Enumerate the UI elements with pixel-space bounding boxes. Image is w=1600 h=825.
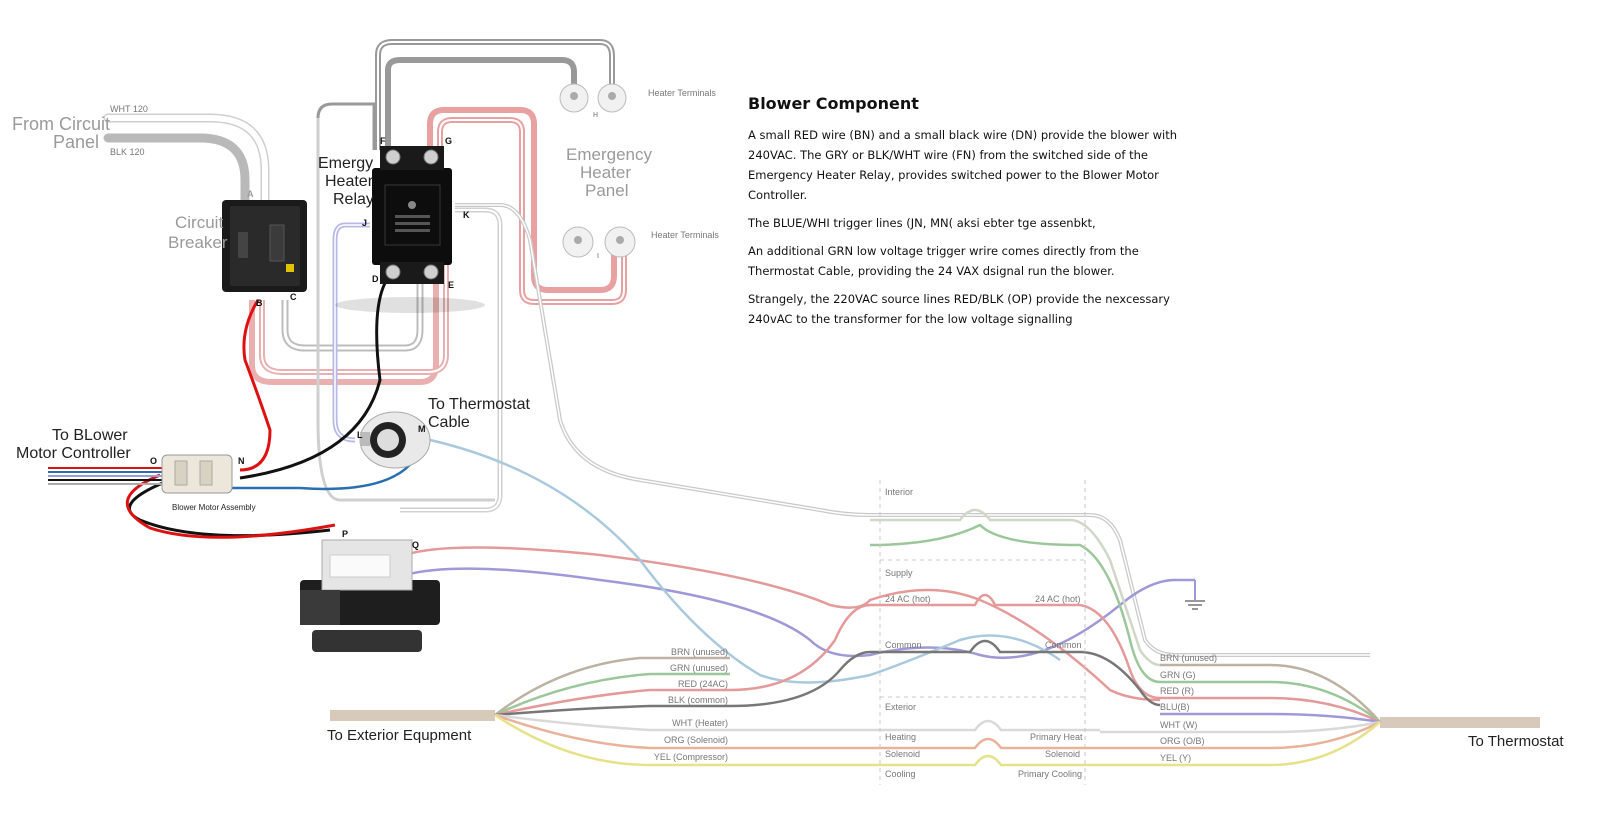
heater-terminals-top-label: Heater Terminals — [648, 88, 716, 98]
to-thermostat-cable-label-1: To Thermostat — [428, 396, 531, 413]
terminal-a: A — [247, 189, 254, 199]
blue-j-wire — [332, 222, 370, 443]
tstat-wire-label: ORG (O/B) — [1160, 736, 1205, 746]
from-circuit-panel-label-1: From Circuit — [12, 114, 110, 134]
ac-hot-left-label: 24 AC (hot) — [885, 594, 931, 604]
common-left-label: Common — [885, 640, 922, 650]
diagram-labels: From Circuit Panel WHT 120 BLK 120 Circu… — [12, 88, 1564, 779]
tstat-wire-label: WHT (W) — [1160, 720, 1197, 730]
to-thermostat-cable-label-2: Cable — [428, 414, 470, 431]
ac-hot-right-label: 24 AC (hot) — [1035, 594, 1081, 604]
junction-wires — [729, 508, 1161, 767]
emergency-heater-relay — [335, 146, 485, 313]
terminal-c: C — [290, 292, 297, 302]
from-circuit-panel-label-2: Panel — [53, 132, 99, 152]
tstat-wire-label: BLU(B) — [1160, 702, 1190, 712]
terminal-q: Q — [412, 540, 419, 550]
gray-wires-f — [375, 39, 615, 150]
blower-assembly-label: Blower Motor Assembly — [172, 503, 256, 512]
panel-paragraph: Strangely, the 220VAC source lines RED/B… — [748, 292, 1170, 326]
blower-component-panel: Blower Component A small RED wire (BN) a… — [748, 94, 1178, 337]
terminal-j: J — [362, 218, 367, 228]
breaker-relay-wires — [249, 102, 495, 502]
circuit-breaker — [222, 200, 307, 292]
ext-wire-label: RED (24AC) — [678, 679, 728, 689]
terminal-k: K — [463, 210, 470, 220]
ext-wire-label: BRN (unused) — [671, 647, 728, 657]
thermostat-cable — [1380, 717, 1540, 728]
terminal-b: B — [256, 298, 263, 308]
relay-label-2: Heater — [325, 173, 374, 190]
transformer — [300, 539, 440, 652]
terminal-d: D — [372, 274, 379, 284]
blk120-label: BLK 120 — [110, 147, 145, 157]
terminal-g: G — [445, 136, 452, 146]
ext-wire-label: ORG (Solenoid) — [664, 735, 728, 745]
primary-heat-label: Primary Heat — [1030, 732, 1083, 742]
circuit-breaker-label-1: Circuit — [175, 213, 223, 232]
junction-panel — [879, 480, 1086, 785]
thermostat-switch — [359, 411, 431, 469]
wht120-label: WHT 120 — [110, 104, 148, 114]
panel-paragraph: The BLUE/WHI trigger lines (JN, MN( aksi… — [748, 216, 1096, 230]
relay-label-1: Emergy — [318, 155, 373, 172]
solenoid-right-label: Solenoid — [1045, 749, 1080, 759]
terminal-n: N — [238, 456, 245, 466]
k-wire — [400, 203, 1370, 657]
ext-wire-label: YEL (Compressor) — [654, 752, 728, 762]
ext-wire-label: BLK (common) — [668, 695, 728, 705]
terminal-i: I — [597, 253, 599, 260]
terminal-m: M — [418, 424, 426, 434]
panel-paragraph: A small RED wire (BN) and a small black … — [748, 128, 1178, 202]
ext-wire-label: GRN (unused) — [670, 663, 728, 673]
relay-label-3: Relay — [333, 191, 374, 208]
supply-label: Supply — [885, 568, 913, 578]
solenoid-left-label: Solenoid — [885, 749, 920, 759]
terminal-h: H — [593, 112, 598, 119]
common-right-label: Common — [1045, 640, 1082, 650]
circuit-breaker-label-2: Breaker — [168, 233, 228, 252]
tstat-wire-label: GRN (G) — [1160, 670, 1196, 680]
heating-label: Heating — [885, 732, 916, 742]
heater-panel-label-2: Heater — [580, 163, 631, 182]
blower-connector — [48, 454, 233, 494]
primary-cooling-label: Primary Cooling — [1018, 769, 1082, 779]
exterior-cable — [330, 710, 495, 721]
panel-paragraph: An additional GRN low voltage trigger wr… — [748, 244, 1139, 278]
heater-terminals-bottom — [562, 226, 636, 258]
heater-panel-label-3: Panel — [585, 181, 628, 200]
heater-panel-label-1: Emergency — [566, 145, 652, 164]
exterior-label: Exterior — [885, 702, 916, 712]
blower-feed-wires — [126, 274, 422, 539]
heater-terminals-top — [559, 83, 627, 113]
interior-label: Interior — [885, 487, 913, 497]
pink-wires-g — [427, 107, 627, 305]
terminal-p: P — [342, 529, 348, 539]
tstat-wire-label: YEL (Y) — [1160, 753, 1191, 763]
thermostat-bundle — [1100, 663, 1381, 767]
supply-wires — [103, 113, 270, 210]
tstat-wire-label: RED (R) — [1160, 686, 1194, 696]
terminal-e: E — [448, 280, 454, 290]
to-exterior-label: To Exterior Equpment — [327, 727, 472, 744]
terminal-l: L — [357, 430, 363, 440]
exterior-bundle — [494, 656, 880, 767]
terminal-f: F — [380, 136, 386, 146]
panel-title: Blower Component — [748, 94, 919, 113]
cooling-label: Cooling — [885, 769, 916, 779]
tstat-wire-label: BRN (unused) — [1160, 653, 1217, 663]
to-blower-label-2: Motor Controller — [16, 445, 131, 462]
ext-wire-label: WHT (Heater) — [672, 718, 728, 728]
terminal-o: O — [150, 456, 157, 466]
heater-terminals-bottom-label: Heater Terminals — [651, 230, 719, 240]
to-blower-label-1: To BLower — [52, 427, 128, 444]
to-thermostat-label: To Thermostat — [1468, 733, 1564, 750]
